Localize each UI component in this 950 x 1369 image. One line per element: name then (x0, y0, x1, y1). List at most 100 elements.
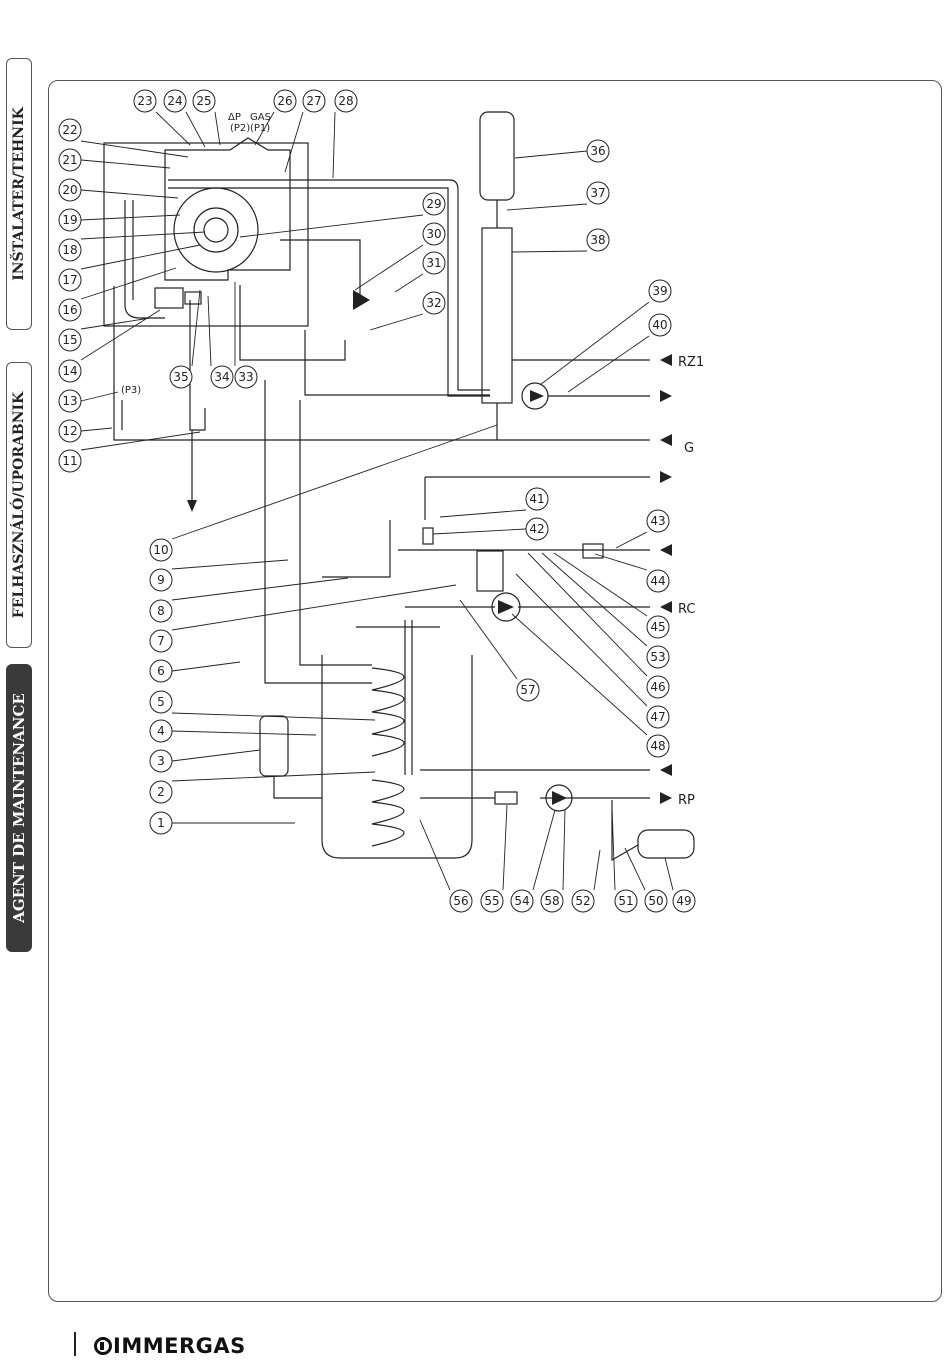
callout-number: 32 (426, 296, 441, 310)
callout-leader (625, 848, 645, 890)
p3-label: (P3) (121, 385, 141, 396)
callout-leader (370, 314, 423, 330)
callout-number: 42 (529, 522, 544, 536)
callout-leader (81, 268, 176, 299)
callout-number: 33 (238, 370, 253, 384)
callout-leader (81, 160, 170, 168)
callout-number: 30 (426, 227, 441, 241)
callout-leader (186, 112, 205, 147)
callout-number: 11 (62, 454, 77, 468)
callout-number: 15 (62, 333, 77, 347)
callout-number: 44 (650, 574, 665, 588)
callout-leader (81, 392, 118, 401)
callout-number: 28 (338, 94, 353, 108)
callout-leader (215, 112, 220, 145)
callout-number: 20 (62, 183, 77, 197)
callout-leader (616, 532, 647, 548)
callout-leader (192, 290, 200, 366)
callout-number: 27 (306, 94, 321, 108)
callout-number: 16 (62, 303, 77, 317)
callout-leader (433, 529, 526, 534)
callout-number: 1 (157, 816, 165, 830)
callout-leader (333, 112, 335, 178)
callout-number: 58 (544, 894, 559, 908)
gas-label: GAS (250, 112, 271, 123)
callout-number: 55 (484, 894, 499, 908)
callout-number: 50 (648, 894, 663, 908)
callout-leader (420, 820, 450, 890)
callout-number: 51 (618, 894, 633, 908)
callout-leader (503, 805, 507, 890)
connection-label: RP (678, 793, 695, 808)
callout-number: 22 (62, 123, 77, 137)
callout-number: 31 (426, 256, 441, 270)
callout-leader (540, 302, 649, 385)
callout-number: 14 (62, 364, 77, 378)
callout-leader (595, 554, 647, 570)
callout-leader (81, 432, 200, 450)
logo-icon (94, 1337, 112, 1355)
p1-label: (P1) (250, 123, 270, 134)
callout-leader (172, 713, 375, 720)
callout-number: 17 (62, 273, 77, 287)
callout-leader (355, 245, 423, 290)
callout-number: 57 (520, 683, 535, 697)
callout-number: 46 (650, 680, 665, 694)
callout-leader (208, 296, 211, 366)
callout-number: 56 (453, 894, 468, 908)
callout-number: 43 (650, 514, 665, 528)
p2-label: (P2) (230, 123, 250, 134)
callout-number: 23 (137, 94, 152, 108)
callout-number: 9 (157, 573, 165, 587)
callout-leader (81, 245, 200, 269)
callout-number: 34 (214, 370, 229, 384)
callout-number: 36 (590, 144, 605, 158)
callout-leader (395, 274, 423, 292)
callout-number: 6 (157, 664, 165, 678)
callout-number: 53 (650, 650, 665, 664)
callout-number: 48 (650, 739, 665, 753)
callout-leader (594, 850, 600, 890)
callout-leader (81, 190, 178, 198)
callout-number: 3 (157, 754, 165, 768)
callout-leader (81, 428, 112, 431)
callout-leader (542, 553, 647, 646)
callout-number: 54 (514, 894, 529, 908)
callout-number: 35 (173, 370, 188, 384)
callout-number: 26 (277, 94, 292, 108)
callout-number: 13 (62, 394, 77, 408)
callout-number: 45 (650, 620, 665, 634)
callout-leader (665, 858, 673, 890)
callout-number: 19 (62, 213, 77, 227)
callout-leader (515, 151, 587, 158)
footer-divider (74, 1332, 76, 1356)
callout-number: 18 (62, 243, 77, 257)
callout-number: 8 (157, 604, 165, 618)
callout-leader (172, 578, 348, 600)
callout-leader (285, 112, 303, 172)
callout-leader (172, 662, 240, 671)
callout-leader (507, 204, 587, 210)
callout-number: 52 (575, 894, 590, 908)
callout-leader (81, 318, 150, 329)
callout-number: 5 (157, 695, 165, 709)
callout-number: 29 (426, 197, 441, 211)
callout-number: 2 (157, 785, 165, 799)
brand-name: IMMERGAS (113, 1334, 246, 1358)
callout-number: 37 (590, 186, 605, 200)
callout-number: 41 (529, 492, 544, 506)
callout-leader (172, 750, 260, 761)
connection-label: RC (678, 602, 695, 617)
callout-leader (172, 560, 288, 569)
callout-leader (81, 232, 205, 239)
connection-label: G (684, 441, 694, 456)
callout-number: 47 (650, 710, 665, 724)
callout-leader (172, 731, 316, 735)
callout-number: 39 (652, 284, 667, 298)
callout-number: 24 (167, 94, 182, 108)
callout-leader (172, 425, 497, 539)
callout-leader (460, 600, 517, 679)
callout-number: 10 (153, 543, 168, 557)
callout-number: 25 (196, 94, 211, 108)
